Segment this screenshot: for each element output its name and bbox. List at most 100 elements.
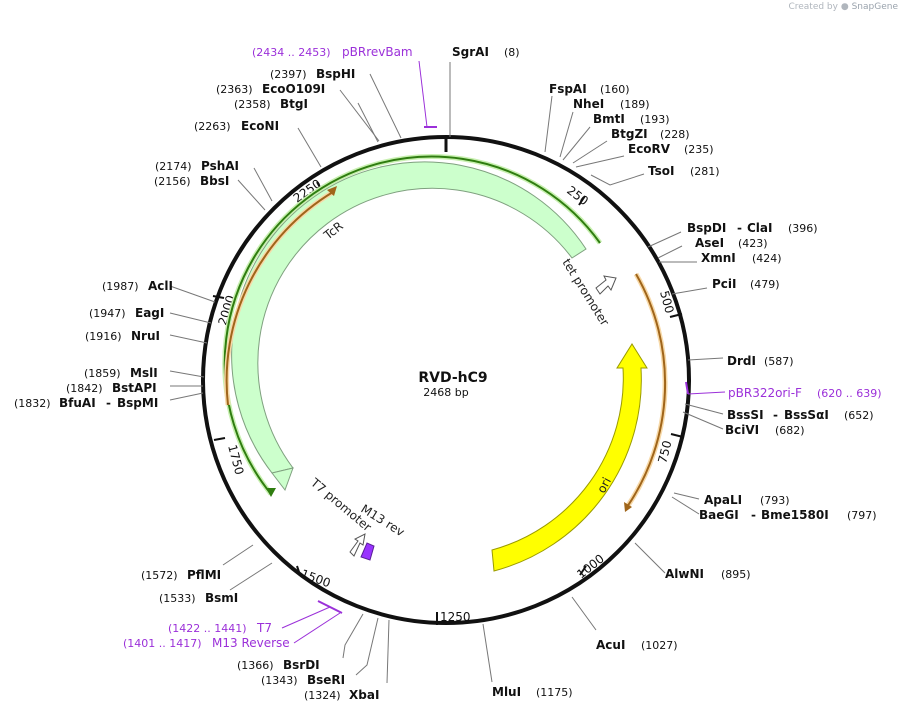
tick-1250: 1250: [440, 610, 471, 624]
enzyme-label-nrui[interactable]: (1916) NruI: [85, 329, 160, 343]
snapgene-logo-icon: ●: [840, 2, 849, 12]
enzyme-name: PshAI: [201, 159, 239, 173]
enzyme-label-bmti[interactable]: BmtI (193): [593, 112, 670, 126]
enzyme-position: (2174): [155, 160, 192, 173]
enzyme-name: BtgI: [280, 97, 308, 111]
enzyme-name: BseRI: [307, 673, 345, 687]
enzyme-name: BaeGI: [699, 508, 739, 522]
ori-label: ori: [594, 475, 614, 495]
enzyme-position: (1832): [14, 397, 51, 410]
enzyme-label-btgi[interactable]: (2358) BtgI: [234, 97, 308, 111]
plasmid-name: RVD-hC9: [418, 370, 487, 386]
primer-range: (620 .. 639): [817, 387, 882, 400]
tick-750: 750: [655, 439, 674, 465]
enzyme-label-tsoi[interactable]: TsoI (281): [648, 164, 720, 178]
enzyme-position: (895): [721, 568, 751, 581]
enzyme-label-bsssi-bsssai[interactable]: BssSI - BssSαI (652): [727, 408, 874, 422]
plasmid-size: 2468 bp: [423, 386, 468, 399]
ori-feature[interactable]: ori: [491, 343, 648, 572]
enzyme-label-asei[interactable]: AseI (423): [695, 236, 768, 250]
enzyme-label-ecorv[interactable]: EcoRV (235): [628, 142, 714, 156]
primer-name: T7: [256, 621, 272, 635]
primer-name: pBRrevBam: [342, 45, 413, 59]
enzyme-label-bsphi[interactable]: (2397) BspHI: [270, 67, 355, 81]
tet-promoter-feature[interactable]: tet promoter: [559, 256, 617, 328]
enzyme-label-xbai[interactable]: (1324) XbaI: [304, 688, 379, 702]
enzyme-name: BssSI: [727, 408, 764, 422]
enzyme-name: BtgZI: [611, 127, 648, 141]
enzyme-label-bspdi-clai[interactable]: BspDI - ClaI (396): [687, 221, 818, 235]
enzyme-position: (1533): [159, 592, 196, 605]
enzyme-label-pcii[interactable]: PciI (479): [712, 277, 780, 291]
enzyme-name: AcuI: [596, 638, 625, 652]
enzyme-name: BspHI: [316, 67, 355, 81]
enzyme-position: (2156): [154, 175, 191, 188]
enzyme-name: BstAPI: [112, 381, 157, 395]
enzyme-label-acli[interactable]: (1987) AclI: [102, 279, 173, 293]
enzyme-position: (228): [660, 128, 690, 141]
enzyme-name: NheI: [573, 97, 604, 111]
enzyme-label-nhei[interactable]: NheI (189): [573, 97, 650, 111]
enzyme-name: AlwNI: [665, 567, 704, 581]
enzyme-name: XmnI: [701, 251, 736, 265]
enzyme-label-msli[interactable]: (1859) MslI: [84, 366, 158, 380]
enzyme-label-pshai[interactable]: (2174) PshAI: [155, 159, 239, 173]
enzyme-name: EcoO109I: [262, 82, 325, 96]
enzyme-position: (479): [750, 278, 780, 291]
enzyme-label-bcivi[interactable]: BciVI (682): [725, 423, 805, 437]
enzyme-label-sgrai[interactable]: SgrAI (8): [452, 45, 520, 59]
enzyme-name: XbaI: [349, 688, 379, 702]
enzyme-separator: -: [751, 508, 756, 522]
primer-range: (2434 .. 2453): [252, 46, 331, 59]
primer-label-m13-reverse[interactable]: (1401 .. 1417) M13 Reverse: [123, 636, 290, 650]
enzyme-position: (1366): [237, 659, 274, 672]
enzyme-label-apali[interactable]: ApaLI (793): [704, 493, 790, 507]
enzyme-name: SgrAI: [452, 45, 489, 59]
enzyme-position: (1987): [102, 280, 139, 293]
enzyme-label-drdi[interactable]: DrdI (587): [727, 354, 794, 368]
enzyme-name: FspAI: [549, 82, 587, 96]
enzyme-position: (189): [620, 98, 650, 111]
enzyme-position: (160): [600, 83, 630, 96]
enzyme-label-baegi-bme1580i[interactable]: BaeGI - Bme1580I (797): [699, 508, 877, 522]
enzyme-position: (1572): [141, 569, 178, 582]
enzyme-position: (682): [775, 424, 805, 437]
enzyme-separator: -: [106, 396, 111, 410]
primer-name: pBR322ori-F: [728, 386, 802, 400]
enzyme-label-pflmi[interactable]: (1572) PflMI: [141, 568, 221, 582]
enzyme-position: (2397): [270, 68, 307, 81]
enzyme-position: (2263): [194, 120, 231, 133]
tcr-gene-feature[interactable]: TcR: [231, 161, 587, 492]
enzyme-position: (2358): [234, 98, 271, 111]
primer-label-pbr322ori-f[interactable]: pBR322ori-F (620 .. 639): [728, 386, 882, 400]
primer-label-t7[interactable]: (1422 .. 1441) T7: [168, 621, 272, 635]
enzyme-label-fspai[interactable]: FspAI (160): [549, 82, 630, 96]
primer-label-pbrrevbam[interactable]: (2434 .. 2453) pBRrevBam: [252, 45, 413, 59]
enzyme-label-acui[interactable]: AcuI (1027): [596, 638, 678, 652]
enzyme-name: PflMI: [187, 568, 221, 582]
enzyme-label-bsrdi[interactable]: (1366) BsrDI: [237, 658, 320, 672]
enzyme-label-xmni[interactable]: XmnI (424): [701, 251, 782, 265]
enzyme-label-mlui[interactable]: MluI (1175): [492, 685, 573, 699]
plasmid-backbone: [201, 135, 691, 625]
enzyme-label-alwni[interactable]: AlwNI (895): [665, 567, 751, 581]
enzyme-label-ecoo109i[interactable]: (2363) EcoO109I: [216, 82, 325, 96]
tick-250: 250: [564, 183, 591, 208]
enzyme-name-2: ClaI: [747, 221, 772, 235]
enzyme-name: NruI: [131, 329, 160, 343]
enzyme-label-bstapi[interactable]: (1842) BstAPI: [66, 381, 157, 395]
enzyme-label-btgzi[interactable]: BtgZI (228): [611, 127, 690, 141]
enzyme-position: (797): [847, 509, 877, 522]
enzyme-label-bfuai-bspmi[interactable]: (1832) BfuAI - BspMI: [14, 396, 158, 410]
enzyme-label-econi[interactable]: (2263) EcoNI: [194, 119, 279, 133]
credit-prefix: Created by: [788, 2, 838, 12]
enzyme-label-bseri[interactable]: (1343) BseRI: [261, 673, 345, 687]
enzyme-name-2: BssSαI: [784, 408, 829, 422]
enzyme-label-eagi[interactable]: (1947) EagI: [89, 306, 164, 320]
enzyme-label-bbsi[interactable]: (2156) BbsI: [154, 174, 229, 188]
enzyme-position: (2363): [216, 83, 253, 96]
enzyme-label-bsmi[interactable]: (1533) BsmI: [159, 591, 238, 605]
primer-marks: [281, 60, 726, 644]
enzyme-position: (396): [788, 222, 818, 235]
